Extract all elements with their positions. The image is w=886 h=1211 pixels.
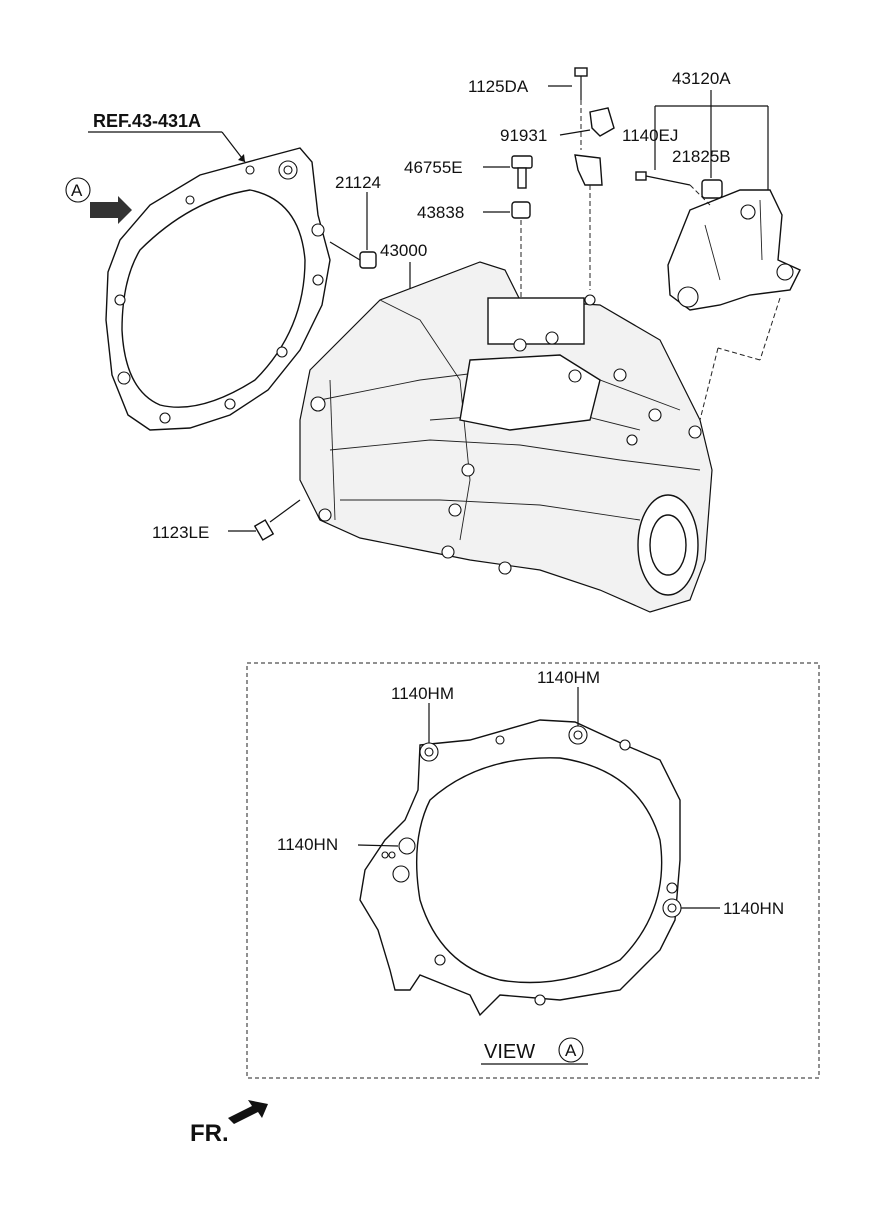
transmission-assembly [299, 261, 713, 613]
view-a-arrow-icon [90, 196, 132, 224]
leaders-43120A [654, 90, 769, 190]
leader-1140HN-left [357, 844, 399, 847]
label-43000: 43000 [380, 241, 427, 260]
view-a-marker-circle [65, 177, 91, 203]
label-1140HM-right: 1140HM [537, 668, 600, 687]
label-43838: 43838 [417, 203, 464, 222]
clutch-housing-gasket [105, 147, 331, 431]
bolt-46755E [483, 155, 533, 189]
ref-label: REF.43-431A [93, 111, 201, 131]
label-1140EJ: 1140EJ [622, 126, 678, 145]
label-1140HN-left: 1140HN [277, 835, 338, 854]
bolt-1125DA [548, 67, 588, 150]
view-a-detail-box [246, 662, 820, 1079]
view-caption: VIEW [484, 1041, 535, 1063]
label-91931: 91931 [500, 126, 547, 145]
label-1123LE: 1123LE [152, 523, 209, 542]
view-a-marker-letter: A [71, 181, 83, 200]
front-direction-arrow-icon [228, 1100, 268, 1124]
view-a-gasket [359, 719, 682, 1017]
label-43120A: 43120A [672, 69, 731, 88]
front-direction-label: FR. [190, 1120, 229, 1147]
view-caption-marker-letter: A [565, 1041, 577, 1060]
bolt-1123LE [228, 499, 301, 541]
part-43838 [483, 201, 531, 300]
label-46755E: 46755E [404, 158, 463, 177]
view-caption-marker-circle [558, 1037, 584, 1063]
label-21124: 21124 [335, 173, 381, 192]
label-1140HM-left: 1140HM [391, 684, 454, 703]
dowel-pin-21124 [329, 192, 377, 269]
mount-bracket-43120A [635, 171, 801, 421]
label-21825B: 21825B [672, 147, 731, 166]
label-1140HN-right: 1140HN [723, 899, 784, 918]
bracket-91931 [559, 107, 615, 290]
ref-arrowhead [238, 154, 245, 162]
label-1125DA: 1125DA [468, 77, 529, 96]
